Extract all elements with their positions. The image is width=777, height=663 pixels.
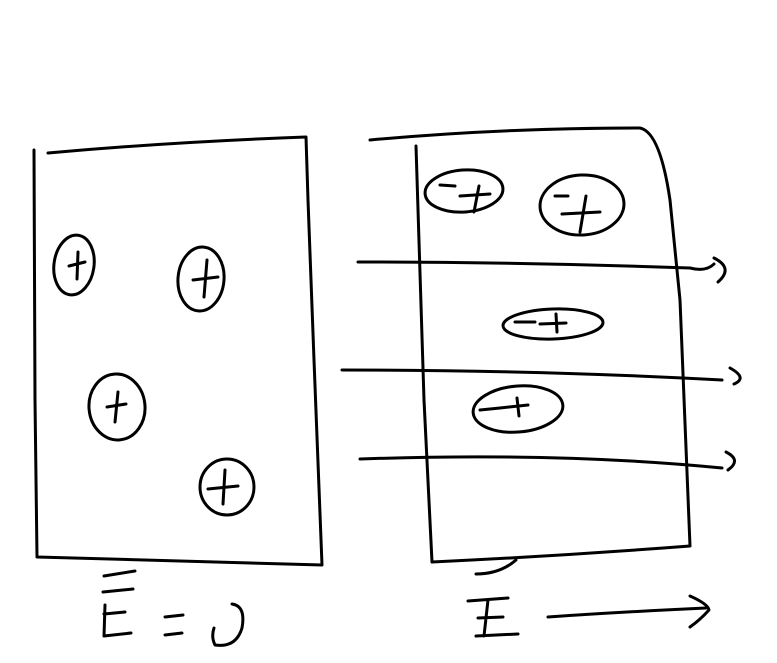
field-line-2 bbox=[340, 366, 742, 386]
plus-sign-icon bbox=[458, 184, 492, 214]
field-line-3 bbox=[358, 450, 736, 472]
left-molecule-3-outline bbox=[87, 372, 147, 442]
minus-sign-icon bbox=[438, 183, 457, 188]
equals-sign-glyph bbox=[163, 613, 185, 637]
field-direction-arrow-icon bbox=[546, 594, 711, 629]
right-molecule-1-outline bbox=[423, 168, 505, 214]
right-molecule-3-outline bbox=[501, 307, 605, 341]
left-molecule-2-outline bbox=[176, 245, 226, 313]
plus-sign-icon bbox=[560, 194, 602, 234]
right-molecule-3 bbox=[501, 307, 605, 341]
left-field-label bbox=[101, 569, 245, 647]
left-slab-outline bbox=[32, 135, 324, 567]
zero-glyph bbox=[211, 602, 245, 647]
right-slab-outline bbox=[368, 126, 692, 564]
left-molecule-3 bbox=[87, 372, 147, 442]
plus-sign-icon bbox=[538, 312, 568, 334]
left-molecule-4-outline bbox=[198, 457, 256, 517]
slab-base-mark bbox=[474, 558, 518, 576]
right-molecule-1 bbox=[423, 168, 505, 214]
left-molecule-4 bbox=[198, 457, 256, 517]
plus-sign-icon bbox=[67, 250, 87, 281]
right-panel bbox=[340, 126, 742, 638]
left-molecule-1 bbox=[52, 233, 96, 297]
left-panel bbox=[32, 135, 324, 647]
plus-sign-icon bbox=[105, 390, 128, 424]
right-field-label bbox=[466, 594, 711, 638]
right-molecule-4-outline bbox=[471, 384, 565, 434]
letter-e-glyph bbox=[466, 596, 520, 638]
right-molecule-2 bbox=[538, 173, 626, 237]
minus-sign-icon bbox=[478, 406, 502, 412]
plus-sign-icon bbox=[206, 468, 240, 506]
field-line-1 bbox=[356, 256, 727, 284]
letter-e-glyph bbox=[101, 569, 137, 638]
right-molecule-2-outline bbox=[538, 173, 626, 237]
plus-sign-icon bbox=[191, 258, 220, 299]
plus-sign-icon bbox=[498, 396, 530, 418]
right-molecule-4 bbox=[471, 384, 565, 434]
left-molecule-1-outline bbox=[52, 233, 96, 297]
left-molecule-2 bbox=[176, 245, 226, 313]
